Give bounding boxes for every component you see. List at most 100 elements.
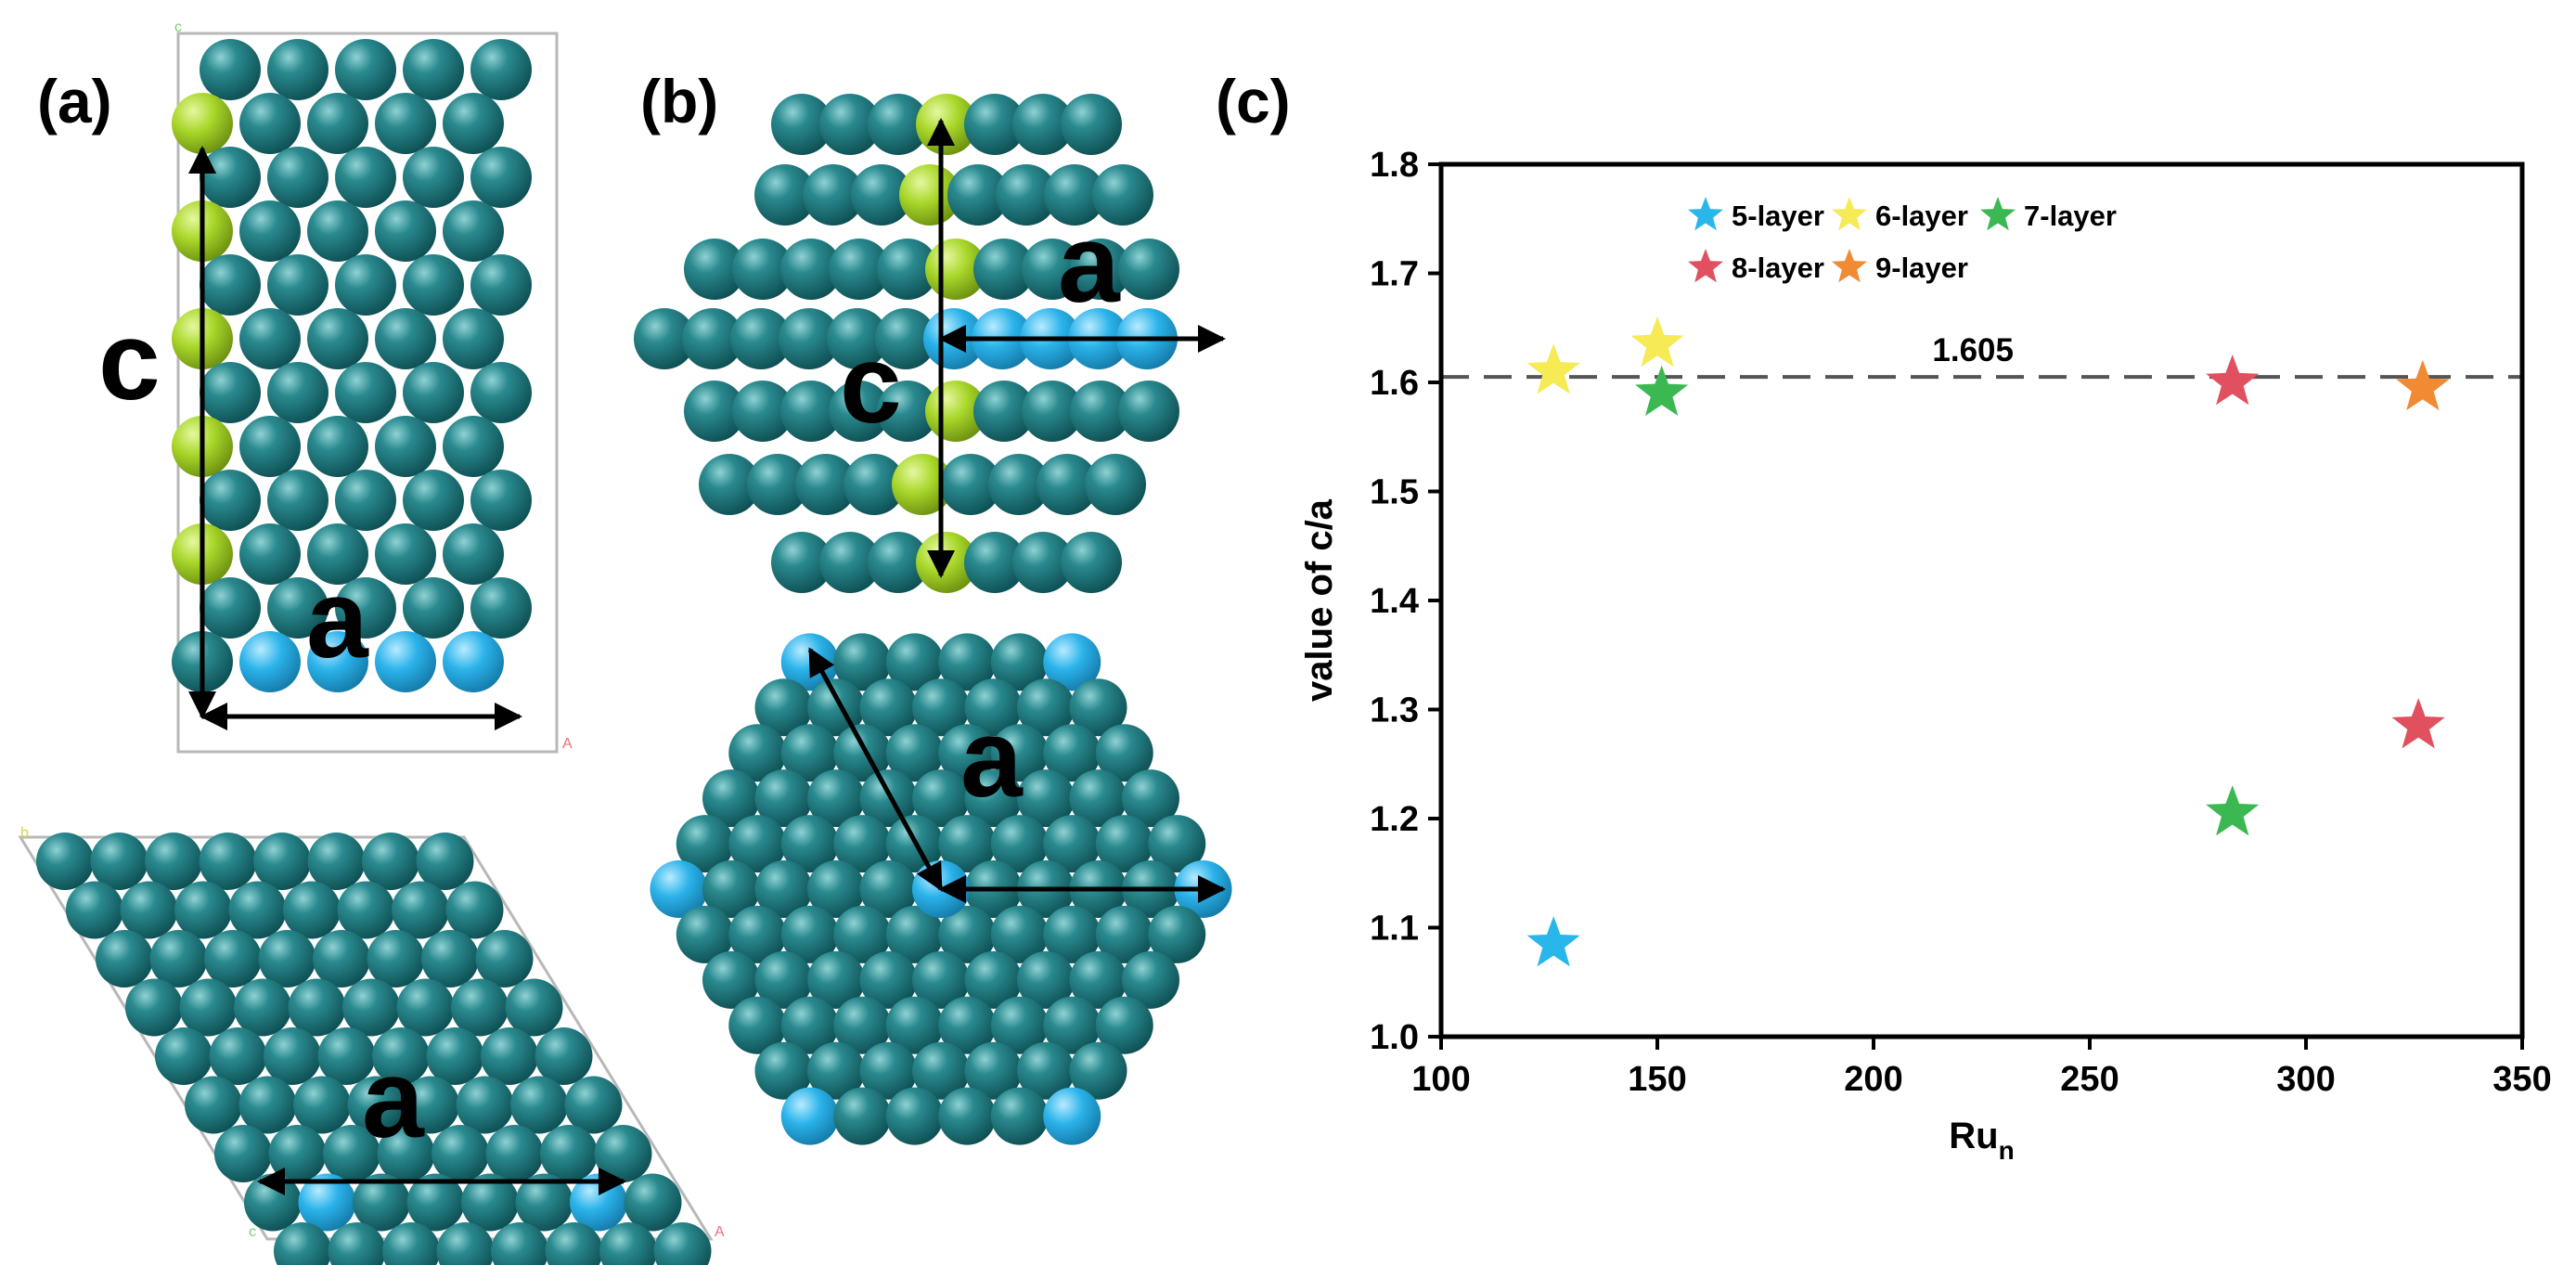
ru-atom [540, 1125, 598, 1182]
x-axis-label-main: Ru [1949, 1116, 1998, 1156]
ru-atom [375, 416, 436, 477]
label-c: c [98, 299, 161, 423]
ru-atom [885, 1087, 944, 1145]
cluster-side [634, 94, 1179, 593]
ru-atom [209, 1027, 267, 1085]
y-tick-label: 1.5 [1370, 473, 1419, 512]
ru-atom [307, 308, 368, 369]
ru-atom [149, 930, 208, 987]
ru-atom [328, 1222, 386, 1265]
ru-atom [833, 905, 892, 963]
ru-atom [1069, 678, 1127, 737]
ru-atom [564, 1076, 623, 1134]
ru-atom [200, 470, 261, 531]
ru-atom [702, 950, 760, 1009]
ru-atom [535, 1027, 593, 1085]
ru-atom [313, 930, 370, 987]
ru-atom [426, 1027, 484, 1085]
ru-atom [938, 724, 997, 782]
ru-atom [1095, 905, 1153, 963]
ru-atom [938, 815, 997, 873]
ru-atom [491, 1222, 548, 1265]
ru-atom [947, 164, 1009, 226]
ru-atom [443, 523, 504, 585]
ru-atom [267, 577, 328, 639]
legend-label: 5-layer [1732, 200, 1824, 232]
ru-atom [728, 724, 787, 782]
ru-atom [829, 239, 890, 300]
ru-atom [754, 860, 813, 918]
ru-atom [120, 881, 178, 939]
panel-a-label: (a) [37, 67, 112, 136]
ru-atom [1122, 769, 1179, 828]
arrow-a-b-diag [807, 647, 944, 892]
panel-b-side-view: c a [634, 94, 1226, 593]
ru-atom [819, 532, 881, 593]
ru-atom [1037, 454, 1098, 515]
ru-atom [676, 815, 734, 873]
ru-atom [228, 881, 287, 939]
ru-atom [1095, 996, 1153, 1054]
cell-axis-c-label: c [174, 19, 182, 35]
ru-atom [829, 381, 890, 442]
ru-atom [267, 254, 328, 316]
ru-atom [367, 930, 425, 987]
ru-atom [1122, 950, 1179, 1009]
ru-atom [833, 996, 892, 1054]
legend-marker-9-layer [1832, 249, 1867, 283]
ru-atom [996, 164, 1057, 226]
ru-atom [1043, 996, 1101, 1054]
legend-label: 6-layer [1875, 200, 1968, 232]
ru-atom [239, 416, 301, 477]
data-point-6-layer [1526, 343, 1580, 394]
ru-atom [990, 633, 1049, 691]
ru-atom [732, 381, 793, 442]
ru-atom [293, 1076, 351, 1134]
ru-atom [470, 254, 532, 316]
ru-atom [885, 905, 944, 963]
label-a-bottom: a [362, 1037, 425, 1161]
ru-atom [481, 1027, 538, 1085]
edge-atom [650, 860, 708, 918]
ru-atom [1069, 1041, 1127, 1100]
data-point-5-layer [1526, 916, 1580, 967]
ru-atom [372, 1027, 430, 1085]
panel-c-label: (c) [1216, 67, 1291, 136]
ru-atom [732, 239, 793, 300]
ru-atom [204, 930, 262, 987]
y-tick-label: 1.6 [1370, 364, 1419, 403]
ru-atom [125, 978, 183, 1037]
ru-atom [990, 724, 1049, 782]
data-point-8-layer [2391, 698, 2445, 749]
ru-atom [335, 39, 396, 100]
ru-atom [780, 905, 839, 963]
ru-atom [964, 1041, 1023, 1100]
ru-atom [754, 769, 813, 828]
ru-atom [624, 1173, 682, 1232]
ru-atom [964, 769, 1023, 828]
y-axis-label: value of c/a [1299, 498, 1340, 702]
ru-atom [990, 905, 1049, 963]
ru-atom [403, 362, 464, 423]
ru-atom [443, 200, 504, 262]
ru-atom [174, 881, 232, 939]
ru-atom [307, 833, 366, 890]
ru-atom [234, 978, 291, 1037]
ru-atom [754, 164, 816, 226]
ru-atom [973, 239, 1035, 300]
ru-atom [416, 833, 474, 890]
ru-atom [990, 996, 1049, 1054]
legend-label: 9-layer [1875, 252, 1968, 284]
ru-atom [1022, 239, 1083, 300]
ru-atom [730, 308, 792, 369]
ru-atom [653, 1222, 712, 1265]
atom-lattice-top [36, 833, 712, 1265]
ru-atom [1017, 1041, 1075, 1100]
ru-atom [684, 381, 745, 442]
label-a: a [306, 557, 369, 681]
ru-atom [443, 93, 504, 154]
ru-atom [795, 454, 857, 515]
